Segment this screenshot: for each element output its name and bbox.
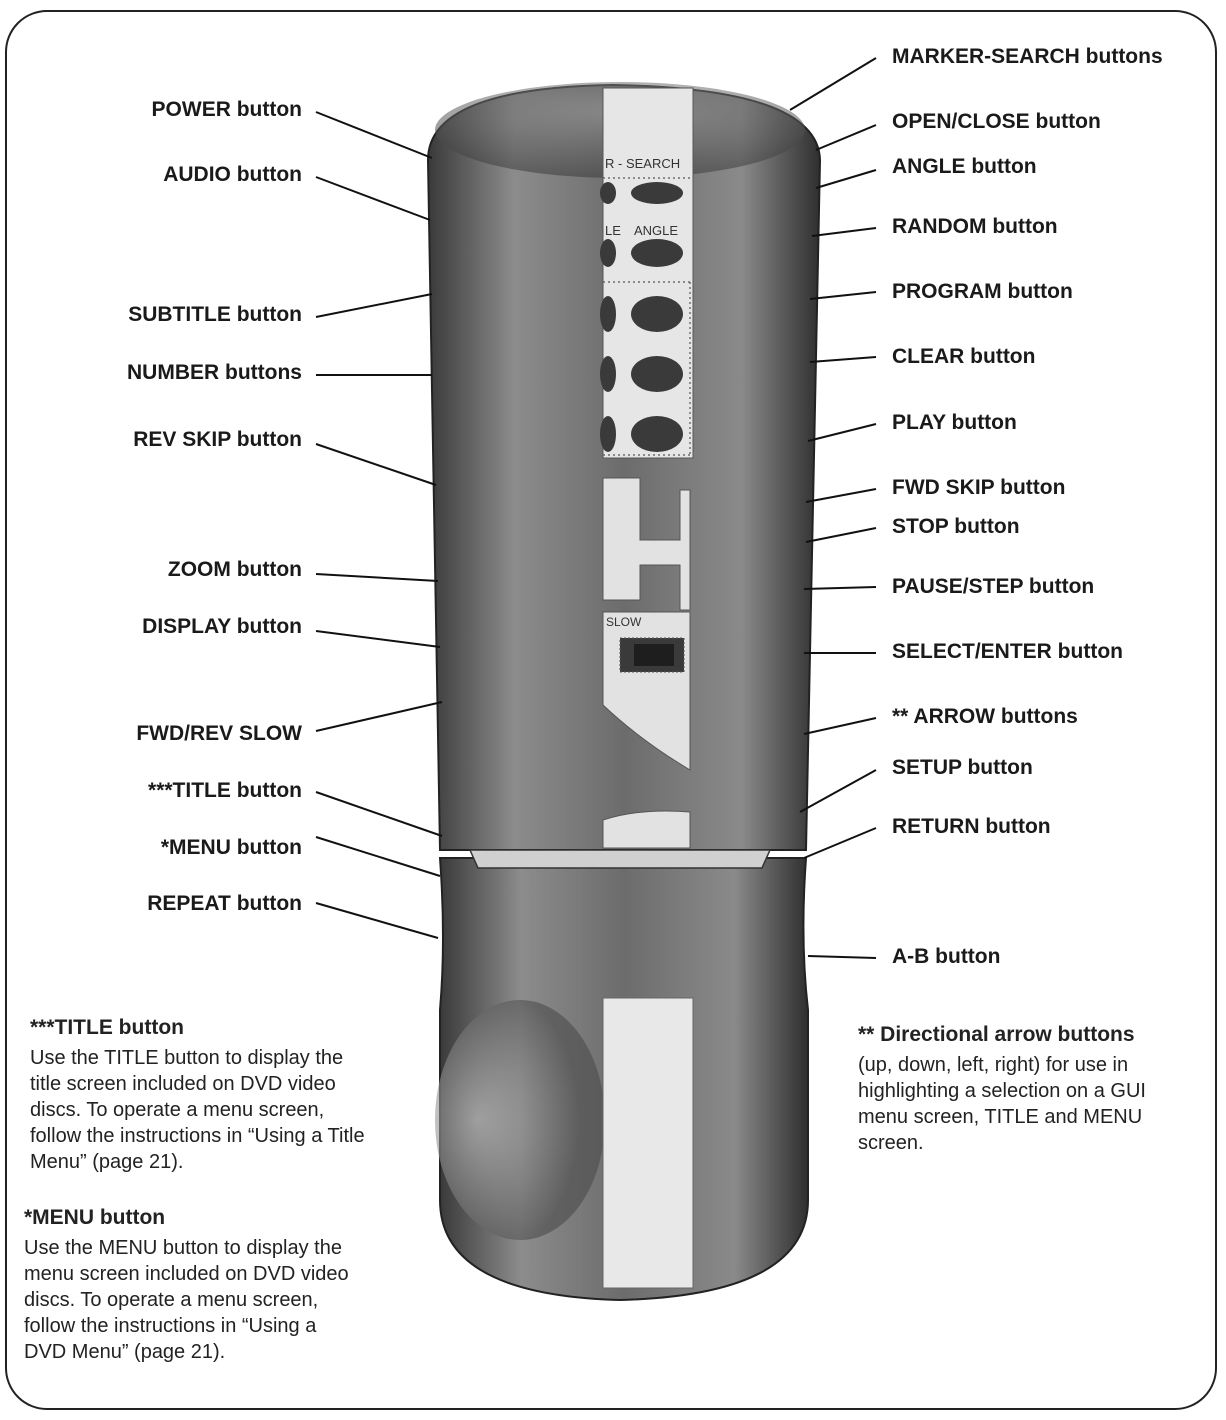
note-line: DVD Menu” (page 21). — [24, 1341, 226, 1363]
number-button-shape — [631, 416, 683, 452]
note-line: screen. — [858, 1132, 924, 1154]
note-line: highlighting a selection on a GUI — [858, 1080, 1146, 1102]
label-subtitle-button: SUBTITLE button — [128, 303, 302, 326]
note-arrow-heading: ** Directional arrow buttons — [858, 1023, 1135, 1046]
number-button-shape — [631, 296, 683, 332]
note-title-button: ***TITLE button Use the TITLE button to … — [30, 1015, 440, 1175]
note-line: title screen included on DVD video — [30, 1073, 336, 1095]
label-stop-button: STOP button — [892, 515, 1020, 538]
note-arrow-buttons: ** Directional arrow buttons (up, down, … — [858, 1022, 1208, 1156]
diagram-frame — [5, 10, 1217, 1410]
marker-search-button-shape — [631, 182, 683, 204]
note-line: Use the MENU button to display the — [24, 1237, 342, 1259]
label-a-b-button: A-B button — [892, 945, 1001, 968]
note-line: discs. To operate a menu screen, — [30, 1099, 325, 1121]
label-open-close-button: OPEN/CLOSE button — [892, 110, 1101, 133]
label-program-button: PROGRAM button — [892, 280, 1073, 303]
note-line: Menu” (page 21). — [30, 1151, 184, 1173]
label-return-button: RETURN button — [892, 815, 1051, 838]
label-audio-button: AUDIO button — [163, 163, 302, 186]
label-select-enter-button: SELECT/ENTER button — [892, 640, 1123, 663]
note-line: menu screen included on DVD video — [24, 1263, 349, 1285]
left-leader-lines — [315, 111, 443, 939]
note-line: discs. To operate a menu screen, — [24, 1289, 319, 1311]
label-rev-skip-button: REV SKIP button — [133, 428, 302, 451]
note-line: follow the instructions in “Using a — [24, 1315, 317, 1337]
label-menu-button: *MENU button — [160, 836, 302, 859]
label-play-button: PLAY button — [892, 411, 1017, 434]
label-clear-button: CLEAR button — [892, 345, 1036, 368]
label-power-button: POWER button — [151, 98, 302, 121]
label-fwd-skip-button: FWD SKIP button — [892, 476, 1066, 499]
note-title-heading: ***TITLE button — [30, 1016, 184, 1039]
label-setup-button: SETUP button — [892, 756, 1033, 779]
strip-angle-text: ANGLE — [634, 223, 678, 238]
number-button-shape — [631, 356, 683, 392]
label-angle-button: ANGLE button — [892, 155, 1037, 178]
note-menu-button: *MENU button Use the MENU button to disp… — [24, 1205, 434, 1365]
button-strip — [602, 87, 694, 459]
note-line: Use the TITLE button to display the — [30, 1047, 344, 1069]
label-random-button: RANDOM button — [892, 215, 1058, 238]
label-repeat-button: REPEAT button — [147, 892, 302, 915]
note-line: menu screen, TITLE and MENU — [858, 1106, 1143, 1128]
right-leader-lines — [789, 57, 877, 959]
label-display-button: DISPLAY button — [142, 615, 302, 638]
note-menu-heading: *MENU button — [24, 1206, 166, 1229]
navigation-strip — [602, 477, 691, 611]
strip-slow-text: SLOW — [606, 615, 642, 629]
label-fwd-rev-slow: FWD/REV SLOW — [136, 722, 302, 745]
strip-subtitle-text: LE — [605, 223, 621, 238]
remote-divider-band — [468, 849, 772, 869]
label-arrow-buttons: ** ARROW buttons — [892, 705, 1078, 728]
lower-strip — [602, 997, 694, 1289]
strip-marker-search-text: R - SEARCH — [605, 156, 680, 171]
label-pause-step-button: PAUSE/STEP button — [892, 575, 1095, 598]
angle-button-shape — [631, 239, 683, 267]
label-zoom-button: ZOOM button — [167, 558, 302, 581]
note-line: follow the instructions in “Using a Titl… — [30, 1125, 365, 1147]
label-number-buttons: NUMBER buttons — [127, 361, 302, 384]
label-marker-search-buttons: MARKER-SEARCH buttons — [892, 45, 1163, 68]
label-title-button: ***TITLE button — [148, 779, 302, 802]
note-line: (up, down, left, right) for use in — [858, 1054, 1129, 1076]
